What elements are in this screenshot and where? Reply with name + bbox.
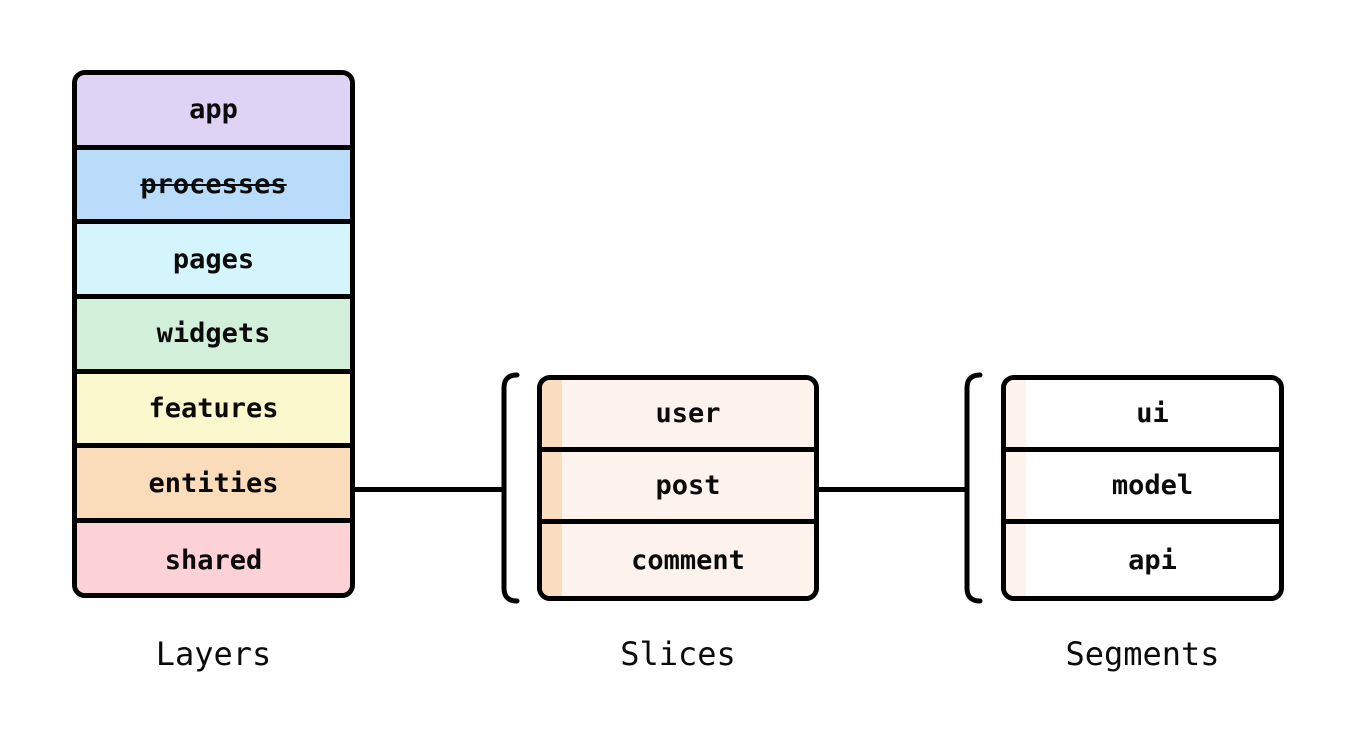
layer-row-entities[interactable]: entities xyxy=(77,448,350,524)
slice-accent-stripe xyxy=(542,380,562,447)
caption-slices: Slices xyxy=(620,635,736,673)
segment-accent-stripe xyxy=(1006,524,1026,596)
layer-label-entities: entities xyxy=(148,467,279,499)
slice-row-user[interactable]: user xyxy=(542,380,814,452)
segment-label-api: api xyxy=(1128,544,1177,576)
slice-row-post[interactable]: post xyxy=(542,452,814,524)
segment-label-model: model xyxy=(1111,470,1194,501)
slices-bracket-icon xyxy=(495,370,521,606)
layer-row-shared[interactable]: shared xyxy=(77,523,350,593)
slice-row-comment[interactable]: comment xyxy=(542,524,814,596)
segments-bracket-icon xyxy=(958,370,984,606)
slice-accent-stripe xyxy=(542,452,562,519)
layer-row-features[interactable]: features xyxy=(77,373,350,449)
caption-layers: Layers xyxy=(155,635,272,673)
layer-label-processes: processes xyxy=(140,169,287,201)
layer-label-app: app xyxy=(189,94,238,126)
segment-accent-stripe xyxy=(1006,452,1026,519)
segment-row-api[interactable]: api xyxy=(1006,524,1279,596)
connector-entities-to-slices xyxy=(352,487,504,492)
slice-label-post: post xyxy=(655,470,721,501)
layer-row-pages[interactable]: pages xyxy=(77,224,350,300)
slice-label-comment: comment xyxy=(631,544,745,576)
segments-stack: ui model api xyxy=(1001,375,1284,601)
layer-label-shared: shared xyxy=(164,544,263,576)
layers-stack: app processes pages widgets features ent… xyxy=(72,70,355,598)
segment-label-ui: ui xyxy=(1136,398,1169,429)
connector-slices-to-segments xyxy=(816,487,967,492)
layer-row-app[interactable]: app xyxy=(77,75,350,150)
layer-row-widgets[interactable]: widgets xyxy=(77,299,350,374)
segment-row-model[interactable]: model xyxy=(1006,452,1279,524)
slices-stack: user post comment xyxy=(537,375,819,601)
layer-label-widgets: widgets xyxy=(156,318,271,350)
caption-segments: Segments xyxy=(1065,635,1220,673)
slice-label-user: user xyxy=(655,398,721,429)
layer-label-features: features xyxy=(148,393,279,425)
segment-accent-stripe xyxy=(1006,380,1026,447)
segment-row-ui[interactable]: ui xyxy=(1006,380,1279,452)
slice-accent-stripe xyxy=(542,524,562,596)
layer-label-pages: pages xyxy=(172,243,255,275)
layer-row-processes[interactable]: processes xyxy=(77,149,350,225)
